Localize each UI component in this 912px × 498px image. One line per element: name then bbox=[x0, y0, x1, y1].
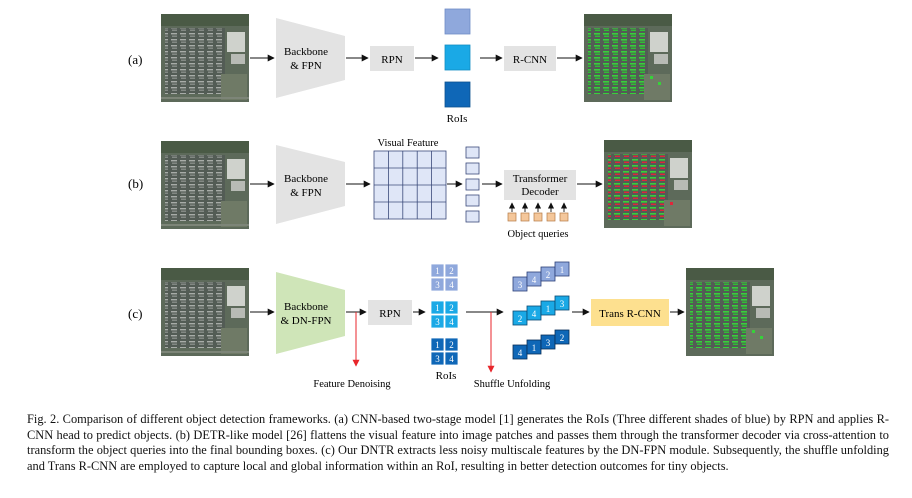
framework-diagram: (a) Backbone & FPN RPN RoIs R-CNN (b) Ba… bbox=[128, 8, 774, 390]
svg-text:2: 2 bbox=[449, 340, 454, 350]
svg-text:1: 1 bbox=[435, 303, 440, 313]
roi-mid-a bbox=[444, 44, 471, 71]
decoder-line1: Transformer bbox=[513, 173, 568, 185]
figure-caption: Fig. 2. Comparison of different object d… bbox=[27, 412, 889, 474]
svg-text:3: 3 bbox=[560, 299, 565, 309]
svg-text:4: 4 bbox=[449, 317, 454, 327]
row-a-label: (a) bbox=[128, 52, 142, 67]
svg-text:1: 1 bbox=[546, 304, 551, 314]
svg-text:2: 2 bbox=[518, 314, 523, 324]
roi-light-a bbox=[444, 8, 471, 35]
input-image-a bbox=[160, 13, 250, 103]
backbone-a-line2: & FPN bbox=[290, 60, 322, 72]
rpn-box-a bbox=[370, 46, 414, 71]
backbone-c-line1: Backbone bbox=[284, 301, 328, 313]
output-image-b bbox=[604, 140, 692, 228]
svg-text:3: 3 bbox=[435, 317, 440, 327]
object-queries-label: Object queries bbox=[508, 229, 569, 240]
backbone-fpn-b bbox=[276, 145, 345, 224]
output-image-a bbox=[584, 14, 672, 102]
roi-grid-mid: 1 2 3 4 bbox=[430, 300, 459, 329]
backbone-b-line2: & FPN bbox=[290, 187, 322, 199]
input-image-c bbox=[160, 267, 250, 357]
transformer-decoder-box bbox=[504, 170, 576, 200]
svg-text:3: 3 bbox=[546, 338, 551, 348]
svg-text:4: 4 bbox=[449, 280, 454, 290]
row-c-label: (c) bbox=[128, 306, 142, 321]
shuffle-stack-light: 3 4 2 1 bbox=[512, 261, 570, 292]
shuffle-unfolding-label: Shuffle Unfolding bbox=[474, 379, 551, 390]
decoder-line2: Decoder bbox=[521, 186, 559, 198]
rpn-label-c: RPN bbox=[379, 308, 400, 320]
backbone-fpn-a bbox=[276, 18, 345, 98]
backbone-a-line1: Backbone bbox=[284, 46, 328, 58]
visual-feature-label: Visual Feature bbox=[378, 138, 439, 149]
backbone-b-line1: Backbone bbox=[284, 173, 328, 185]
object-queries bbox=[507, 202, 569, 222]
svg-text:1: 1 bbox=[435, 266, 440, 276]
rpn-box-c bbox=[368, 300, 412, 325]
caption-text: Fig. 2. Comparison of different object d… bbox=[27, 412, 889, 473]
svg-text:1: 1 bbox=[532, 343, 537, 353]
svg-text:2: 2 bbox=[546, 270, 551, 280]
svg-text:4: 4 bbox=[532, 275, 537, 285]
roi-dark-a bbox=[444, 81, 471, 108]
svg-text:2: 2 bbox=[449, 266, 454, 276]
svg-text:2: 2 bbox=[449, 303, 454, 313]
trans-rcnn-box bbox=[591, 299, 669, 326]
output-image-c bbox=[686, 268, 774, 356]
svg-text:3: 3 bbox=[435, 354, 440, 364]
svg-text:4: 4 bbox=[532, 309, 537, 319]
svg-text:3: 3 bbox=[435, 280, 440, 290]
svg-text:1: 1 bbox=[435, 340, 440, 350]
shuffle-stack-dark: 4 1 3 2 bbox=[512, 329, 570, 360]
row-b: (b) Backbone & FPN Visual Feature Tran bbox=[128, 138, 692, 240]
shuffle-stack-mid: 2 4 1 3 bbox=[512, 295, 570, 326]
rcnn-label-a: R-CNN bbox=[513, 54, 547, 66]
visual-feature-grid bbox=[373, 150, 447, 220]
feature-denoising-label: Feature Denoising bbox=[313, 379, 391, 390]
rois-label-a: RoIs bbox=[447, 113, 468, 125]
rois-label-c: RoIs bbox=[436, 370, 457, 382]
flattened-patches bbox=[465, 146, 480, 223]
row-c: (c) Backbone & DN-FPN Feature Denoising … bbox=[128, 261, 774, 390]
input-image-b bbox=[160, 140, 250, 230]
svg-text:1: 1 bbox=[560, 265, 565, 275]
row-b-label: (b) bbox=[128, 176, 143, 191]
row-a: (a) Backbone & FPN RPN RoIs R-CNN bbox=[128, 8, 672, 125]
svg-text:3: 3 bbox=[518, 280, 523, 290]
backbone-dnfpn-c bbox=[276, 272, 345, 354]
backbone-c-line2: & DN-FPN bbox=[280, 315, 331, 327]
svg-text:4: 4 bbox=[449, 354, 454, 364]
svg-text:4: 4 bbox=[518, 348, 523, 358]
roi-grid-light: 1 2 3 4 bbox=[430, 263, 459, 292]
rpn-label-a: RPN bbox=[381, 54, 402, 66]
rcnn-box-a bbox=[504, 46, 556, 71]
roi-grid-dark: 1 2 3 4 bbox=[430, 337, 459, 366]
trans-rcnn-label: Trans R-CNN bbox=[599, 308, 661, 320]
svg-text:2: 2 bbox=[560, 333, 565, 343]
